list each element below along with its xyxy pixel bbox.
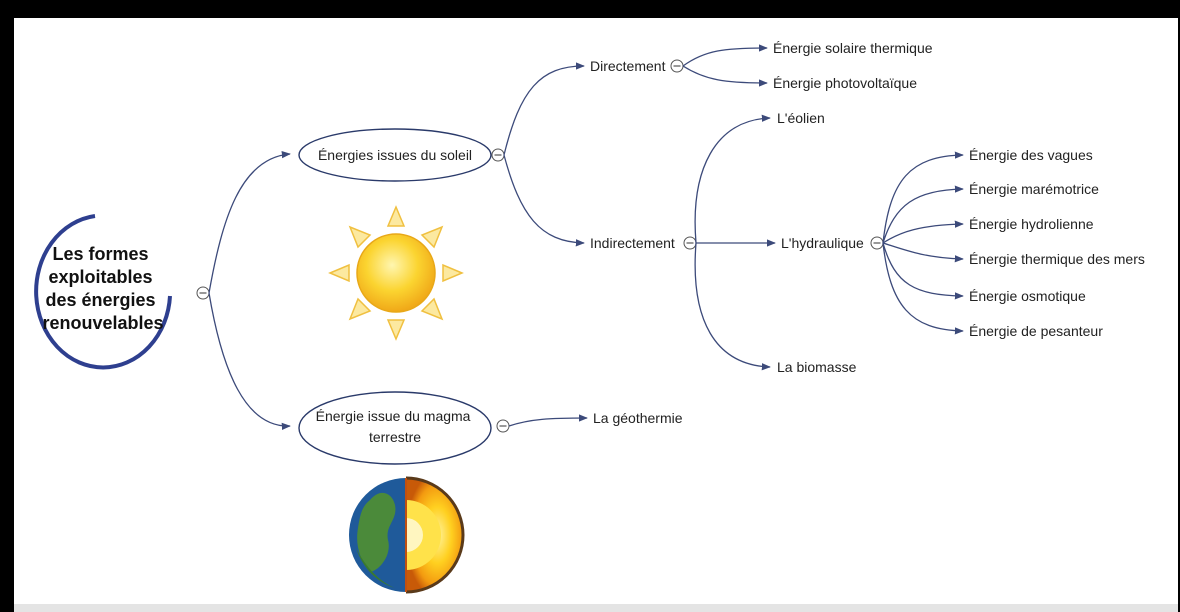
branch-soleil-label: Énergies issues du soleil [318, 147, 472, 163]
node-hydrolienne[interactable]: Énergie hydrolienne [969, 216, 1094, 232]
root-line-1: Les formes [52, 244, 148, 264]
node-eolien[interactable]: L'éolien [777, 110, 825, 126]
branch-magma-node[interactable]: Énergie issue du magma terrestre [298, 391, 492, 465]
node-vagues[interactable]: Énergie des vagues [969, 147, 1093, 163]
diagram-background [14, 18, 1178, 612]
edge-hydro-osmotique [882, 242, 964, 300]
edge-soleil-direct [503, 62, 585, 156]
branch-magma-line-2: terrestre [369, 429, 421, 445]
soleil-collapse-icon[interactable] [491, 148, 505, 162]
branch-soleil-node[interactable]: Énergies issues du soleil [298, 128, 492, 182]
edge-root-soleil [208, 151, 291, 294]
node-indirectement[interactable]: Indirectement [590, 235, 675, 251]
edge-indirect-eolien [694, 114, 771, 244]
magma-collapse-icon[interactable] [496, 419, 510, 433]
hydraulique-collapse-icon[interactable] [870, 236, 884, 250]
sun-icon [328, 205, 464, 341]
root-line-4: renouvelables [42, 313, 163, 333]
node-biomasse[interactable]: La biomasse [777, 359, 857, 375]
root-line-3: des énergies [45, 290, 155, 310]
earth-core-icon [349, 476, 465, 594]
node-thermique-mers[interactable]: Énergie thermique des mers [969, 251, 1145, 267]
branch-magma-line-1: Énergie issue du magma [316, 408, 471, 424]
edge-magma-geothermie [508, 414, 588, 427]
edge-indirect-biomasse [694, 242, 771, 371]
indirect-collapse-icon[interactable] [683, 236, 697, 250]
root-collapse-icon[interactable] [196, 286, 210, 300]
edge-root-magma [208, 292, 291, 430]
edge-hydro-maremotrice [882, 185, 964, 244]
node-maremotrice[interactable]: Énergie marémotrice [969, 181, 1099, 197]
edge-soleil-indirect [503, 154, 585, 247]
node-hydraulique[interactable]: L'hydraulique [781, 235, 864, 251]
node-pesanteur[interactable]: Énergie de pesanteur [969, 323, 1103, 339]
node-photovoltaique[interactable]: Énergie photovoltaïque [773, 75, 917, 91]
bottom-bar [14, 604, 1178, 612]
edge-direct-pv [682, 65, 768, 87]
svg-text:Énergie issue du magma t: Énergie issue du magma terrestre [316, 408, 475, 445]
edge-hydro-pesanteur [882, 242, 964, 335]
node-directement[interactable]: Directement [590, 58, 666, 74]
svg-text:Les formes exploitables: Les formes exploitables des énergies ren… [42, 244, 163, 333]
edge-hydro-thermique [882, 242, 964, 263]
node-geothermie[interactable]: La géothermie [593, 410, 683, 426]
edge-direct-thermique [682, 44, 768, 67]
node-solaire-thermique[interactable]: Énergie solaire thermique [773, 40, 933, 56]
root-node[interactable]: Les formes exploitables des énergies ren… [34, 213, 172, 370]
root-line-2: exploitables [48, 267, 152, 287]
direct-collapse-icon[interactable] [670, 59, 684, 73]
edge-hydro-hydrolienne [882, 220, 964, 244]
edge-hydro-vagues [882, 151, 964, 244]
node-osmotique[interactable]: Énergie osmotique [969, 288, 1086, 304]
